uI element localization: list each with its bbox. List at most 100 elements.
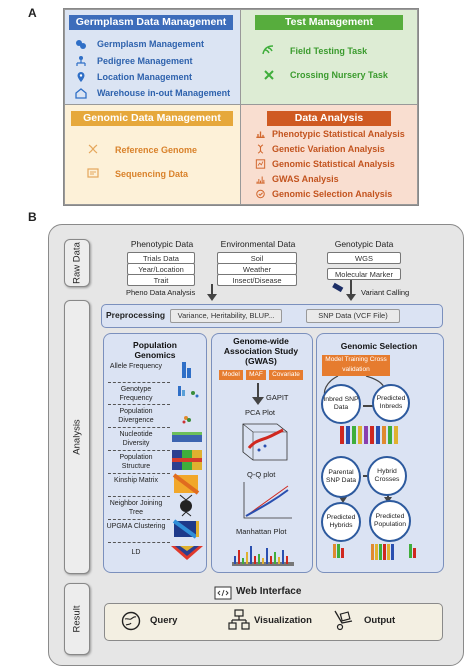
covariate-tag: Covariate [269,370,303,380]
gwas-analysis-label: GWAS Analysis [272,174,339,184]
pca-plot-thumb [242,423,288,461]
predicted-inbreds-circle: Predicted Inbreds [372,384,410,422]
field-testing-task-label: Field Testing Task [290,46,368,56]
hybrid-crosses-circle: Hybrid Crosses [367,456,407,496]
warehouse-icon [75,88,87,99]
web-interface-icon [214,586,232,600]
upgma-thumb [172,519,199,539]
maf-tag: MAF [246,370,266,380]
analysis-module-title: Data Analysis [267,111,391,126]
parental-snp-data-circle: Parental SNP Data [321,456,361,498]
raw-data-side-label: Raw Data [64,239,90,287]
test-module-title: Test Management [255,15,403,30]
analysis-module: Data Analysis Phenotypic Statistical Ana… [240,104,418,205]
gwas-icon [256,176,265,184]
genomic-statistics-icon [255,159,266,169]
crossing-nursery-task-label: Crossing Nursery Task [290,70,388,80]
upgma-clustering-label: UPGMA Clustering [106,523,166,530]
nucleotide-diversity-label: Nucleotide Diversity [119,431,153,447]
variance-box: Variance, Heritability, BLUP... [170,309,282,323]
preprocessing-label: Preprocessing [106,310,166,320]
variant-calling-label: Variant Calling [361,288,410,297]
environmental-data-title: Environmental Data [220,239,296,249]
neighbor-joining-label: Neighbor Joining Tree [109,500,163,516]
population-divergence-label: Population Divergence [118,408,154,424]
qq-plot-label: Q-Q plot [247,470,276,479]
allele-frequency-label: Allele Frequency [109,363,163,370]
inbred-color-bars [340,426,398,444]
pedigree-management-label: Pedigree Management [97,56,193,66]
analysis-side-label: Analysis [64,300,90,574]
gapit-arrow [252,383,264,405]
divergence-thumb [182,416,191,424]
genetic-variation-icon [257,144,264,154]
predicted-hybrids-circle: Predicted Hybrids [321,502,361,542]
inbred-snp-data-circle: Inbred SNP Data [321,384,361,424]
manhattan-plot-label: Manhattan Plot [236,527,287,536]
visualization-label[interactable]: Visualization [254,615,312,626]
predicted-population-circle: Predicted Population [369,500,411,542]
sequencing-icon [87,168,99,178]
population-structure-label: Population Structure [119,454,153,470]
model-training-tag: Model Training Cross validation [322,355,390,376]
result-bar [104,603,443,641]
germplasm-module-title: Germplasm Data Management [69,15,233,30]
location-management-label: Location Management [97,72,193,82]
web-interface-label: Web Interface [236,586,302,597]
ld-thumb [171,546,203,560]
model-tag: Model [219,370,243,380]
output-label[interactable]: Output [364,615,396,626]
pca-plot-label: PCA Plot [245,408,276,417]
location-icon [77,72,85,82]
genomic-selection-icon [256,189,265,199]
genomic-module-title: Genomic Data Management [71,111,233,126]
result-side-label: Result [64,583,90,655]
output-icon[interactable] [332,609,356,631]
manhattan-plot-thumb [232,546,294,566]
tree-thumb [179,494,193,517]
panel-a-label: A [28,6,37,20]
pheno-analysis-label: Pheno Data Analysis [126,288,196,297]
genomic-selection-title: Genomic Selection [340,341,418,351]
phenotypic-analysis-icon [256,131,265,138]
gwas-title: Genome-wide Association Study (GWAS) [223,336,299,366]
sequencing-data-label: Sequencing Data [115,169,189,179]
query-icon[interactable] [121,611,141,631]
phenotypic-analysis-label: Phenotypic Statistical Analysis [272,129,405,139]
pedigree-icon [76,56,86,66]
query-label[interactable]: Query [150,615,178,626]
germplasm-icon [76,40,86,49]
wgs-box: WGS [327,252,401,264]
genotype-thumb [178,386,199,398]
structure-thumb [172,450,202,470]
field-test-icon [262,45,274,55]
genetic-variation-label: Genetic Variation Analysis [272,144,385,154]
phenotypic-data-title: Phenotypic Data [130,239,194,249]
visualization-icon[interactable] [228,609,250,631]
population-genomics-title: Population Genomics [133,340,177,360]
insect-disease-box: Insect/Disease [217,274,297,286]
snp-data-box: SNP Data (VCF File) [306,309,400,323]
allele-bar-thumb [182,362,191,378]
reference-genome-icon [88,144,98,154]
gapit-label: GAPIT [266,393,289,402]
panel-a-frame [63,8,419,206]
kinship-matrix-label: Kinship Matrix [114,477,158,484]
ld-label: LD [131,549,141,556]
test-module: Test Management Field Testing Task Cross… [240,9,418,106]
germplasm-management-label: Germplasm Management [97,39,205,49]
genotypic-data-title: Genotypic Data [334,239,394,249]
genomic-statistical-label: Genomic Statistical Analysis [272,159,395,169]
warehouse-management-label: Warehouse in-out Management [97,88,231,98]
hybrid-color-bars [333,544,416,560]
genomic-selection-analysis-label: Genomic Selection Analysis [272,189,393,199]
panel-b-label: B [28,210,37,224]
popgen-thumbnails [171,362,203,560]
kinship-thumb [172,473,200,495]
trait-box: Trait [127,274,195,286]
molecular-marker-box: Molecular Marker [327,268,401,280]
qq-plot-thumb [243,482,292,519]
genotype-frequency-label: Genotype Frequency [119,386,153,402]
crossing-icon [264,70,274,80]
